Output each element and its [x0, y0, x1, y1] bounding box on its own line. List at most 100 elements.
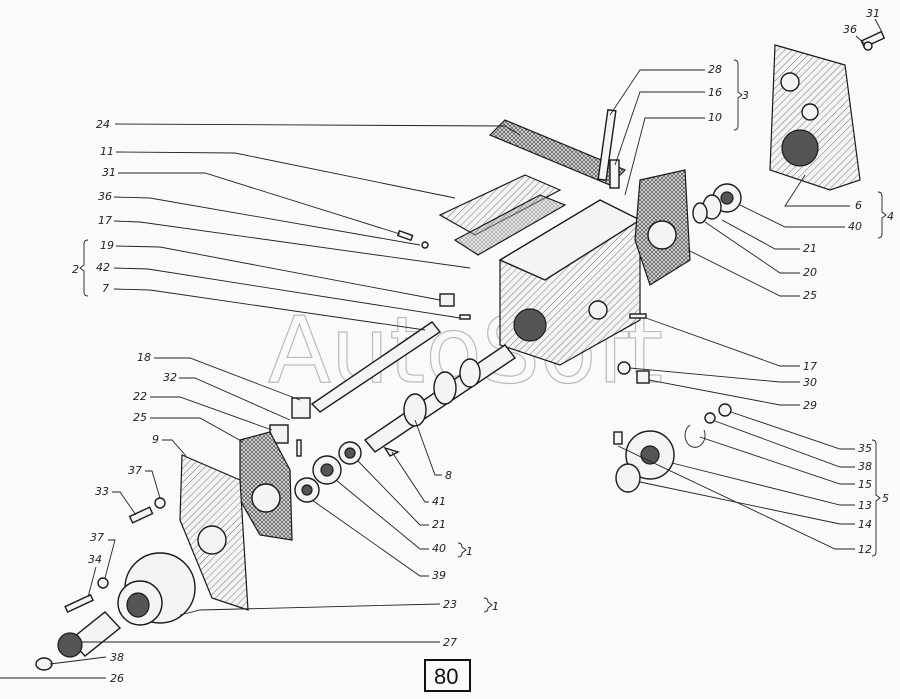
washer-38 [35, 657, 53, 671]
part-callout-label: 37 [90, 531, 104, 544]
leader-line [391, 451, 429, 503]
leader-line [113, 267, 461, 319]
part-callout-label: 29 [803, 399, 817, 412]
part-callout-label: 24 [96, 118, 110, 131]
part-callout-label: 13 [858, 499, 872, 512]
cover-11 [438, 174, 562, 236]
washer-38-right [704, 412, 716, 424]
part-callout-label: 30 [803, 376, 817, 389]
washer-37 [154, 497, 166, 509]
lever-19 [439, 293, 455, 307]
leader-line [687, 249, 800, 297]
part-callout-label: 31 [866, 7, 880, 20]
part-callout-label: 22 [133, 390, 147, 403]
washer-37b [97, 577, 109, 589]
part-callout-label: 15 [858, 478, 872, 491]
leader-line [855, 35, 866, 45]
part-callout-label: 34 [88, 553, 102, 566]
part-callout-label: 14 [858, 518, 872, 531]
part-callout-label: 18 [137, 351, 151, 364]
part-callout-label: 7 [102, 282, 109, 295]
group-brace [877, 191, 887, 239]
key-12 [613, 431, 623, 445]
leader-line [115, 151, 456, 199]
leader-line [357, 460, 429, 526]
nut-35 [718, 403, 732, 417]
leader-line [335, 479, 429, 550]
part-callout-label: 8 [445, 469, 452, 482]
part-callout-label: 21 [432, 518, 446, 531]
leader-line [145, 470, 161, 499]
leader-line [311, 499, 429, 577]
part-callout-label: 25 [133, 411, 147, 424]
leader-line [874, 18, 883, 33]
leader-line [714, 420, 855, 468]
bolt-31-left [396, 229, 414, 242]
part-callout-label: 6 [855, 199, 862, 212]
fork-18 [291, 397, 311, 419]
leader-line [629, 367, 800, 383]
leader-line [104, 539, 116, 579]
pin-28 [597, 108, 617, 182]
part-callout-label: 12 [858, 543, 872, 556]
leader-line [617, 445, 855, 550]
part-callout-label: 32 [163, 371, 177, 384]
leader-line [179, 603, 441, 616]
part-callout-label: 25 [803, 289, 817, 302]
washer-36 [863, 41, 873, 51]
leader-line [414, 419, 442, 476]
screw-32 [296, 439, 302, 457]
part-callout-label: 36 [843, 23, 857, 36]
group-label: 1 [466, 545, 473, 558]
leader-line [614, 91, 705, 166]
leader-line [115, 245, 441, 301]
group-label: 2 [72, 263, 79, 276]
callout-labels: 3136281610241131361719427640212025173029… [88, 7, 880, 685]
part-callout-label: 35 [858, 442, 872, 455]
leader-lines [0, 18, 883, 679]
part-callout-label: 10 [708, 111, 722, 124]
part-callout-label: 19 [100, 239, 114, 252]
leader-line [704, 221, 800, 274]
group-brace [871, 439, 881, 557]
leader-line [648, 379, 800, 406]
plug-29 [636, 370, 650, 384]
leader-line [671, 462, 855, 506]
leader-line [699, 436, 855, 485]
part-callout-label: 27 [443, 636, 457, 649]
group-label: 1 [492, 600, 499, 613]
group-label: 5 [882, 492, 889, 505]
leader-line [784, 174, 850, 207]
group-label: 3 [742, 89, 749, 102]
part-callout-label: 36 [98, 190, 112, 203]
leader-line [739, 204, 845, 228]
part-callout-label: 23 [443, 598, 457, 611]
leader-line [113, 220, 471, 269]
leader-line [624, 117, 705, 196]
part-callout-label: 9 [152, 433, 159, 446]
leader-line [639, 481, 855, 525]
group-label: 4 [887, 210, 894, 223]
part-callout-label: 38 [110, 651, 124, 664]
part-callout-label: 11 [100, 145, 114, 158]
part-callout-label: 40 [432, 542, 446, 555]
leader-line [179, 377, 291, 421]
leader-line [113, 288, 426, 331]
leader-line [721, 219, 800, 250]
leader-line [730, 411, 855, 450]
part-callout-label: 28 [708, 63, 722, 76]
part-callout-label: 17 [803, 360, 817, 373]
pin-17 [629, 313, 647, 319]
page-number: 80 [434, 664, 458, 689]
group-brace [79, 239, 89, 297]
leader-line [118, 172, 401, 235]
bolt-34 [64, 593, 94, 613]
part-callout-label: 17 [98, 214, 112, 227]
ring-20 [692, 202, 708, 224]
pin-16 [609, 159, 620, 189]
group-brace [733, 59, 743, 131]
leader-line [609, 69, 705, 116]
group-brace [457, 542, 467, 558]
